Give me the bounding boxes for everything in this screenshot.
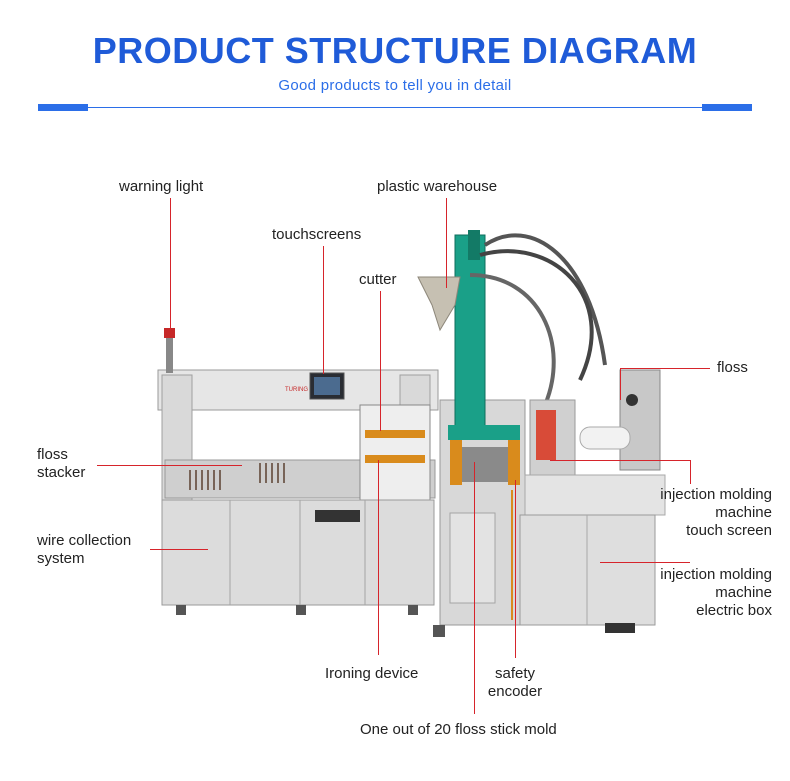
leader-wire-collection <box>150 549 208 550</box>
header-divider-cap-left <box>38 104 88 111</box>
label-imm-touch-line1: injection molding <box>660 486 772 503</box>
label-warning-light: warning light <box>119 178 204 195</box>
foot <box>605 623 635 633</box>
control-buttons <box>315 510 360 522</box>
floss-spool-frame <box>619 369 661 471</box>
label-safety-encoder-line2: encoder <box>487 683 543 700</box>
leader-floss-v <box>620 368 621 400</box>
leader-ironing-device <box>378 460 379 655</box>
frame-top-panel <box>157 369 439 411</box>
label-cutter: cutter <box>359 271 397 288</box>
leader-floss-stick-mold <box>474 462 475 714</box>
leader-imm-touch-v <box>690 460 691 484</box>
label-touchscreens: touchscreens <box>272 226 362 243</box>
mold-right-bar <box>508 440 520 485</box>
ironing-bar <box>365 455 425 463</box>
leader-safety-encoder <box>515 480 516 658</box>
label-ironing-device: Ironing device <box>325 665 419 682</box>
plastic-hopper <box>417 276 461 332</box>
hose <box>483 233 607 366</box>
leader-plastic-warehouse <box>446 198 447 288</box>
label-imm-electric-line1: injection molding <box>660 566 772 583</box>
header-divider-cap-right <box>702 104 752 111</box>
label-wire-collection-line2: system <box>37 550 85 567</box>
lower-cabinet <box>161 499 435 606</box>
injection-cabinet-door <box>449 512 496 604</box>
header-divider <box>38 107 752 108</box>
leader-floss-h <box>620 368 710 369</box>
leader-imm-touch-h <box>550 460 690 461</box>
label-floss: floss <box>717 359 748 376</box>
warning-light-pole <box>166 333 173 373</box>
label-imm-electric-line2: machine <box>715 584 772 601</box>
floss-stack-rows <box>189 463 285 490</box>
foot <box>433 625 445 637</box>
floss-stick-mold <box>462 447 508 482</box>
leader-cutter <box>380 291 381 431</box>
cutter-assembly <box>359 404 431 501</box>
machine-brand-text: TURING <box>285 387 308 393</box>
floss-tension-knob <box>626 394 638 406</box>
cutter-blade-bar <box>365 430 425 438</box>
injection-column <box>454 234 486 436</box>
label-imm-electric-line3: electric box <box>696 602 772 619</box>
leader-floss-stacker <box>97 465 242 466</box>
foot <box>176 605 186 615</box>
label-wire-collection-line1: wire collection <box>37 532 132 549</box>
mold-left-bar <box>450 440 462 485</box>
hose <box>479 249 594 381</box>
injection-barrel-housing <box>524 474 666 516</box>
leader-warning-light <box>170 198 171 330</box>
leader-touchscreens <box>323 246 324 374</box>
label-floss-stacker-line1: floss <box>37 446 68 463</box>
label-floss-stick-mold: One out of 20 floss stick mold <box>360 721 557 738</box>
label-floss-stacker-line2: stacker <box>37 464 86 481</box>
hose <box>469 273 556 406</box>
foot <box>408 605 418 615</box>
machine-illustration: TURING <box>157 230 666 637</box>
injection-platen <box>448 425 520 440</box>
touchscreen-display <box>314 377 340 395</box>
page-title: PRODUCT STRUCTURE DIAGRAM <box>92 30 698 71</box>
label-safety-encoder-line1: safety <box>494 665 536 682</box>
label-imm-touch-line3: touch screen <box>686 522 772 539</box>
injection-touch-screen <box>536 410 556 460</box>
label-imm-touch-line2: machine <box>715 504 772 521</box>
foot <box>296 605 306 615</box>
warning-light-lamp <box>164 328 175 338</box>
floss-spool <box>579 426 631 450</box>
leader-imm-electric <box>600 562 690 563</box>
label-plastic-warehouse: plastic warehouse <box>377 178 498 195</box>
page-subtitle: Good products to tell you in detail <box>278 77 512 94</box>
injection-cylinder-top <box>468 230 480 260</box>
